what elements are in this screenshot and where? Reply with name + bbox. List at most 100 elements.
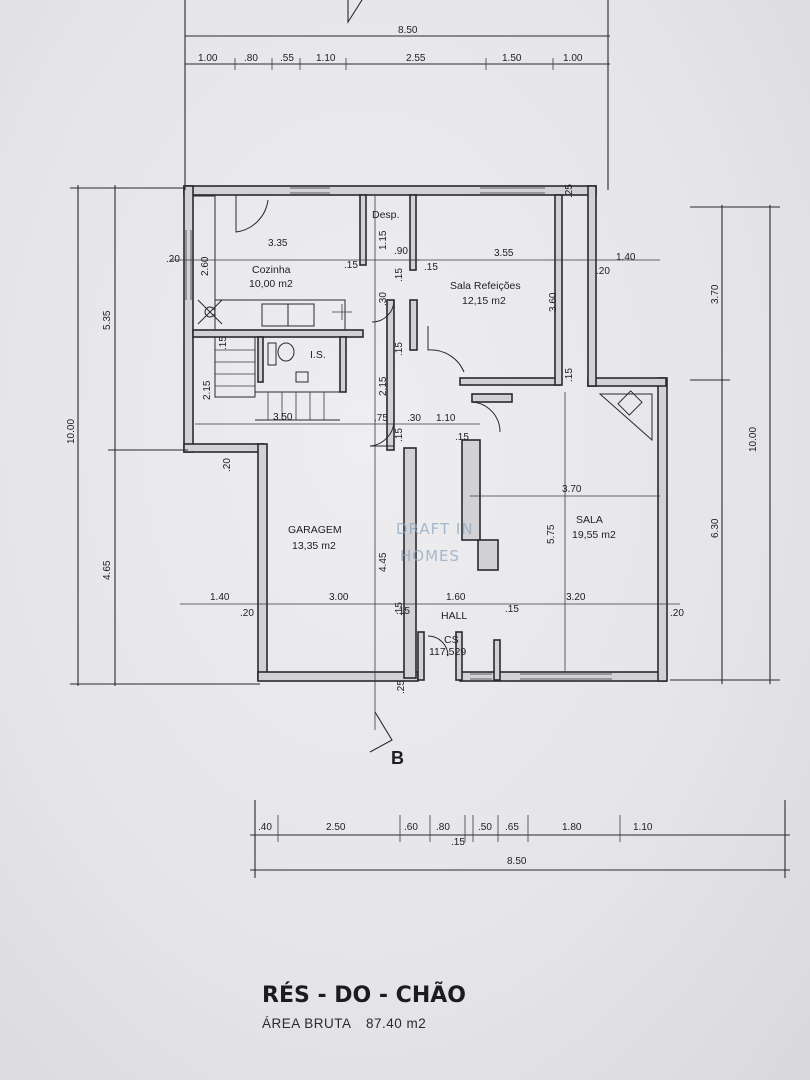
dim-bottom-7: .65	[505, 822, 519, 833]
toilet-icon	[277, 342, 295, 362]
dimension-label-dims_inner-sl_a: .75	[374, 413, 388, 424]
wall-wc-right	[339, 336, 347, 393]
room-living-area: 19,55 m2	[572, 529, 616, 541]
dimension-label-dims_inner-dining_w: 3.55	[494, 248, 514, 259]
dim-top-4: 1.10	[316, 53, 336, 64]
wall-hall-right-upper	[409, 299, 418, 351]
dim-top-2: .80	[244, 53, 258, 64]
wall-sala-entry	[493, 639, 501, 681]
dim-right-upper: 3.70	[710, 284, 721, 304]
door-sala	[471, 401, 501, 433]
wall-garage-left	[257, 443, 268, 681]
dimension-label-dims_inner-stair_center: 2.15	[378, 376, 389, 396]
dimension-label-dims_inner-sl_c: 1.10	[436, 413, 456, 424]
inner-dimensions: 3.35 2.60 .20 .15 1.15 .90 .15 3.55 .15 …	[166, 184, 684, 694]
room-hall-name: HALL	[441, 610, 467, 622]
dimension-label-dims_inner-desp: 1.15	[378, 230, 389, 250]
door-kitchen	[235, 195, 269, 233]
wall-sala-left-jog	[477, 539, 499, 571]
dimension-label-dims_inner-sl_d: .15	[455, 432, 469, 443]
walls	[183, 185, 668, 682]
dimension-lines	[70, 0, 790, 878]
dimension-label-dims_inner-hall_w: .15	[394, 342, 405, 356]
dimension-label-dims_inner-bot_left: 1.40	[210, 592, 230, 603]
watermark-top: DRAFT IN	[396, 520, 474, 538]
room-garage-area: 13,35 m2	[292, 540, 336, 552]
room-living-name: SALA	[576, 514, 603, 526]
wall-bottom-garage	[257, 671, 419, 682]
dimension-label-dims_inner-k_width: 3.35	[268, 238, 288, 249]
dim-top-total: 8.50	[398, 25, 418, 36]
dim-bottom-4: .80	[436, 822, 450, 833]
dimension-label-dims_inner-k_wall: .20	[166, 254, 180, 265]
wall-bottom-sala	[459, 671, 667, 682]
room-dining-area: 12,15 m2	[462, 295, 506, 307]
wall-garage-right	[403, 447, 417, 679]
room-pantry-name: Desp.	[372, 209, 399, 221]
dim-bottom-8: 1.80	[562, 822, 582, 833]
dimension-label-dims_inner-living_w: 3.70	[562, 484, 582, 495]
door-dining	[427, 326, 465, 373]
dimension-label-dims_inner-living_w2: 3.20	[566, 592, 586, 603]
kitchen-counter-bottom	[214, 299, 346, 331]
fireplace	[598, 390, 653, 442]
wall-wc-left	[257, 336, 264, 383]
wall-kitchen-pantry	[359, 194, 367, 266]
gross-area-value: 87.40 m2	[366, 1016, 426, 1031]
watermark-logo: DRAFT IN HOMES	[396, 520, 474, 565]
dimension-label-dims_inner-living_wall: .20	[670, 608, 684, 619]
wall-hall-left	[386, 299, 395, 451]
dimension-label-dims_inner-stair_w: 3.50	[273, 412, 293, 423]
dimension-label-dims_inner-stair_small: .15	[218, 336, 229, 350]
room-kitchen-name: Cozinha	[252, 264, 291, 276]
dim-bottom-2: 2.50	[326, 822, 346, 833]
wall-sala-left	[461, 439, 481, 541]
dimension-label-dims_inner-g_w: 3.00	[329, 592, 349, 603]
dim-right-total: 10.00	[748, 427, 759, 452]
dim-bottom-5: .15	[451, 837, 465, 848]
dimension-label-dims_inner-corner: .25	[564, 184, 575, 198]
wall-cs-right	[455, 631, 463, 681]
staircase	[214, 336, 340, 421]
wall-sala-top	[471, 393, 513, 403]
dim-bottom-1: .40	[258, 822, 272, 833]
right-dimensions: 10.00 3.70 6.30	[710, 284, 759, 538]
room-wc-name: I.S.	[310, 349, 326, 361]
dimension-label-dims_inner-bottom_wall: .25	[396, 680, 407, 694]
room-labels: Cozinha 10,00 m2 Desp. Sala Refeições 12…	[249, 209, 616, 658]
dimension-label-dims_inner-bot_wall: .20	[240, 608, 254, 619]
dimension-label-dims_inner-dining_right_wall: .20	[596, 266, 610, 277]
left-dimensions: 10.00 5.35 4.65	[66, 310, 113, 580]
dimension-label-dims_inner-sl_b: .30	[407, 413, 421, 424]
dimension-label-dims_inner-dining_h_wall: .15	[564, 368, 575, 382]
dimension-label-dims_inner-k_height: 2.60	[200, 256, 211, 276]
wall-top	[183, 185, 597, 196]
dimension-label-dims_inner-hall_w2: 1.60	[446, 592, 466, 603]
dim-left-total: 10.00	[66, 419, 77, 444]
dim-top-6: 1.50	[502, 53, 522, 64]
room-cs-code: 117,529	[429, 646, 466, 658]
door-garage	[369, 419, 395, 447]
dim-right-lower: 6.30	[710, 518, 721, 538]
dimension-label-dims_inner-g_wall_top: .20	[222, 458, 233, 472]
section-mark-b: B	[391, 748, 404, 768]
wall-right-step	[587, 377, 667, 387]
room-kitchen-area: 10,00 m2	[249, 278, 293, 290]
wall-kitchen-bottom	[192, 329, 364, 338]
wall-left-upper	[183, 185, 194, 453]
wall-dining-right	[554, 194, 563, 386]
wall-pantry-dining	[409, 194, 417, 271]
dimension-label-dims_inner-sl_e: .15	[394, 428, 405, 442]
bottom-dimensions: .40 2.50 .60 .80 .15 .50 .65 1.80 1.10 8…	[258, 822, 653, 867]
dim-bottom-6: .50	[478, 822, 492, 833]
dimension-label-dims_inner-g_wall: .15	[394, 602, 405, 616]
door-cs	[427, 635, 449, 657]
dimension-label-dims_inner-living_h: 5.75	[546, 524, 557, 544]
plan-title: RÉS - DO - CHÃO	[262, 982, 466, 1008]
watermark-bottom: HOMES	[400, 547, 460, 565]
dim-left-upper: 5.35	[102, 310, 113, 330]
windows	[185, 187, 612, 680]
dimension-label-dims_inner-desp_h: .15	[394, 268, 405, 282]
dim-bottom-total: 8.50	[507, 856, 527, 867]
